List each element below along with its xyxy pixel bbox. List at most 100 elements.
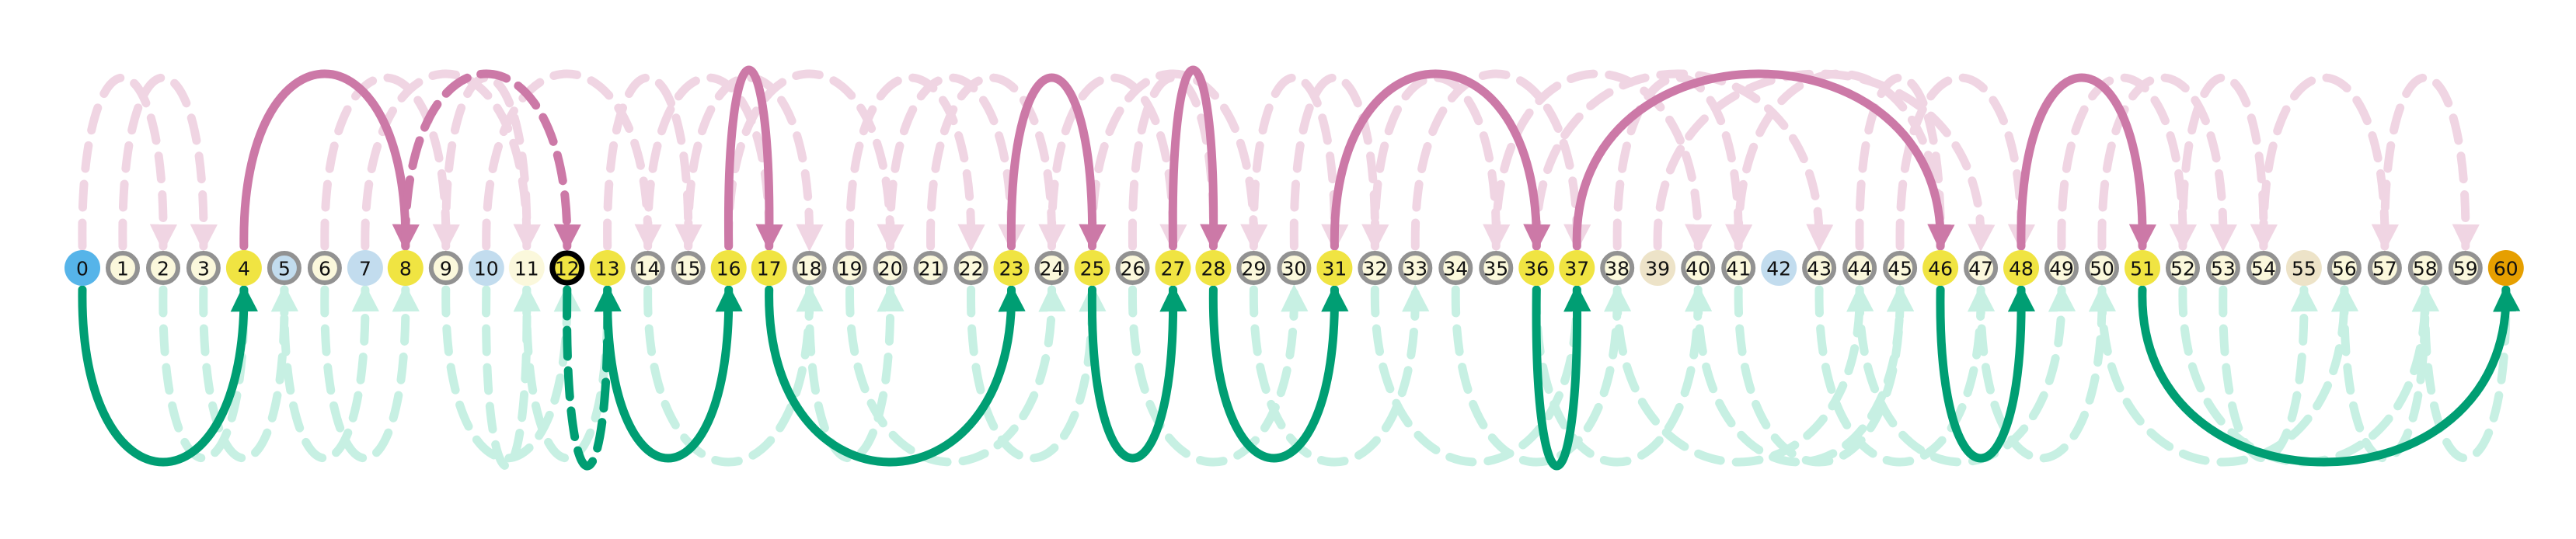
node-label: 42 — [1766, 258, 1791, 280]
path-edge-27-28 — [1168, 65, 1228, 252]
background-edge-58-60 — [2421, 283, 2520, 463]
node-21: 21 — [913, 251, 948, 285]
node-circle — [2327, 251, 2362, 285]
node-label: 29 — [1241, 258, 1266, 280]
node-20: 20 — [873, 251, 908, 285]
path-edge-46-48 — [1936, 283, 2036, 463]
background-edge-14-18 — [643, 283, 824, 467]
node-label: 35 — [1483, 258, 1508, 280]
node-circle — [1922, 250, 1959, 286]
node-5: 5 — [267, 251, 302, 285]
node-13: 13 — [589, 250, 626, 286]
node-circle — [1236, 251, 1271, 285]
background-edge-33-37 — [1410, 69, 1591, 252]
path-edge-16-17 — [723, 65, 783, 252]
node-circle — [186, 251, 221, 285]
node-label: 55 — [2292, 258, 2316, 280]
node-label: 5 — [278, 258, 291, 280]
background-edge-3-5 — [199, 283, 298, 463]
node-label: 25 — [1080, 258, 1105, 280]
node-33: 33 — [1398, 251, 1433, 285]
node-label: 2 — [157, 258, 169, 280]
node-circle — [1559, 250, 1595, 286]
path-edge-4-8 — [239, 69, 420, 252]
node-label: 50 — [2090, 258, 2114, 280]
node-label: 12 — [555, 258, 580, 280]
node-circle — [267, 251, 302, 285]
node-60: 60 — [2487, 250, 2524, 286]
node-label: 37 — [1564, 258, 1589, 280]
node-label: 51 — [2130, 258, 2155, 280]
background-edge-26-30 — [1128, 283, 1309, 467]
node-circle — [1802, 251, 1837, 285]
node-label: 60 — [2494, 258, 2518, 280]
node-circle — [225, 250, 262, 286]
background-edge-54-57 — [2259, 73, 2399, 252]
node-58: 58 — [2407, 251, 2442, 285]
node-label: 52 — [2170, 258, 2195, 280]
node-label: 57 — [2372, 258, 2397, 280]
node-22: 22 — [953, 251, 988, 285]
background-edge-38-41 — [1612, 73, 1753, 252]
background-edge-22-25 — [967, 283, 1107, 463]
node-51: 51 — [2125, 250, 2160, 286]
node-circle — [106, 251, 140, 285]
background-edge-50-53 — [2097, 73, 2237, 252]
background-edge-19-22 — [845, 73, 985, 252]
node-circle — [2285, 250, 2322, 286]
node-42: 42 — [1761, 250, 1797, 286]
node-circle — [2205, 251, 2240, 285]
background-edge-0-2 — [78, 73, 178, 252]
node-18: 18 — [792, 251, 827, 285]
node-circle — [1155, 250, 1191, 286]
node-circle — [1842, 251, 1877, 285]
node-circle — [1195, 250, 1232, 286]
background-edge-1-3 — [118, 73, 218, 252]
node-label: 0 — [76, 258, 89, 280]
node-14: 14 — [630, 251, 665, 285]
background-edge-44-49 — [1855, 283, 2076, 467]
background-edge-36-43 — [1532, 69, 1834, 252]
node-circle — [1721, 251, 1756, 285]
node-label: 23 — [999, 258, 1024, 280]
node-label: 20 — [878, 258, 903, 280]
node-label: 48 — [2009, 258, 2034, 280]
node-circle — [1358, 251, 1393, 285]
node-circle — [1964, 251, 1999, 285]
node-label: 32 — [1362, 258, 1387, 280]
node-circle — [2487, 250, 2524, 286]
node-label: 39 — [1645, 258, 1670, 280]
path-edge-48-51 — [2017, 73, 2157, 252]
background-edge-50-56 — [2097, 283, 2359, 467]
background-edge-25-29 — [1087, 69, 1268, 252]
node-44: 44 — [1842, 251, 1877, 285]
node-50: 50 — [2085, 251, 2119, 285]
node-circle — [508, 250, 545, 286]
node-circle — [589, 250, 626, 286]
node-circle — [2407, 251, 2442, 285]
node-label: 34 — [1443, 258, 1468, 280]
background-edge-32-35 — [1370, 73, 1511, 252]
node-circle — [993, 250, 1030, 286]
node-52: 52 — [2166, 251, 2200, 285]
node-circle — [347, 250, 383, 286]
node-circle — [1115, 251, 1150, 285]
node-label: 26 — [1121, 258, 1145, 280]
node-circle — [630, 251, 665, 285]
background-edge-13-15 — [603, 73, 702, 252]
node-28: 28 — [1195, 250, 1232, 286]
node-circle — [1883, 251, 1918, 285]
node-circle — [64, 250, 100, 286]
background-edge-24-27 — [1047, 73, 1187, 252]
node-label: 54 — [2251, 258, 2276, 280]
node-label: 17 — [757, 258, 782, 280]
background-edge-14-17 — [643, 73, 783, 252]
background-edge-34-38 — [1451, 283, 1632, 467]
path-edge-36-37 — [1532, 283, 1591, 471]
node-43: 43 — [1802, 251, 1837, 285]
node-label: 7 — [359, 258, 371, 280]
node-54: 54 — [2246, 251, 2281, 285]
node-label: 18 — [797, 258, 822, 280]
node-label: 41 — [1726, 258, 1751, 280]
node-circle — [2003, 250, 2039, 286]
